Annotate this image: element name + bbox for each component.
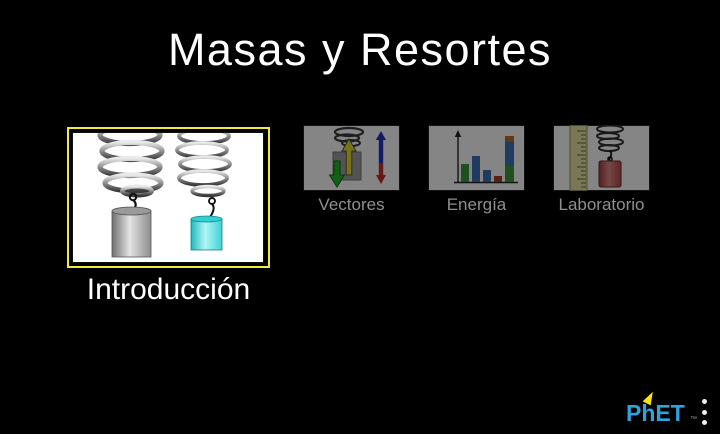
screen-label-laboratorio: Laboratorio <box>558 195 645 214</box>
kebab-menu-icon <box>701 399 707 404</box>
page-title: Masas y Resortes <box>167 24 553 75</box>
screen-button-energia[interactable]: Energía <box>428 125 525 216</box>
two-springs-with-masses-icon <box>72 123 264 263</box>
screen-button-introduccion[interactable]: Introducción <box>67 123 270 308</box>
screen-label-vectores: Vectores <box>318 195 385 214</box>
phet-logo-text: PhET <box>626 400 685 426</box>
energy-bar-graph-icon <box>428 125 525 191</box>
screen-button-vectores[interactable]: Vectores <box>303 125 400 216</box>
phet-menu-button[interactable] <box>699 399 709 425</box>
selected-screen-frame <box>67 123 270 268</box>
phet-logo: PhET ™ <box>626 389 697 426</box>
trademark-symbol: ™ <box>690 416 697 423</box>
screen-button-laboratorio[interactable]: Laboratorio <box>553 124 650 216</box>
footer-bar: PhET ™ <box>626 389 714 428</box>
screen-label-energia: Energía <box>446 195 507 214</box>
spring-mass-force-vectors-icon <box>303 125 400 191</box>
screen-label-introduccion: Introducción <box>86 273 251 306</box>
ruler-spring-mass-icon <box>553 124 650 191</box>
